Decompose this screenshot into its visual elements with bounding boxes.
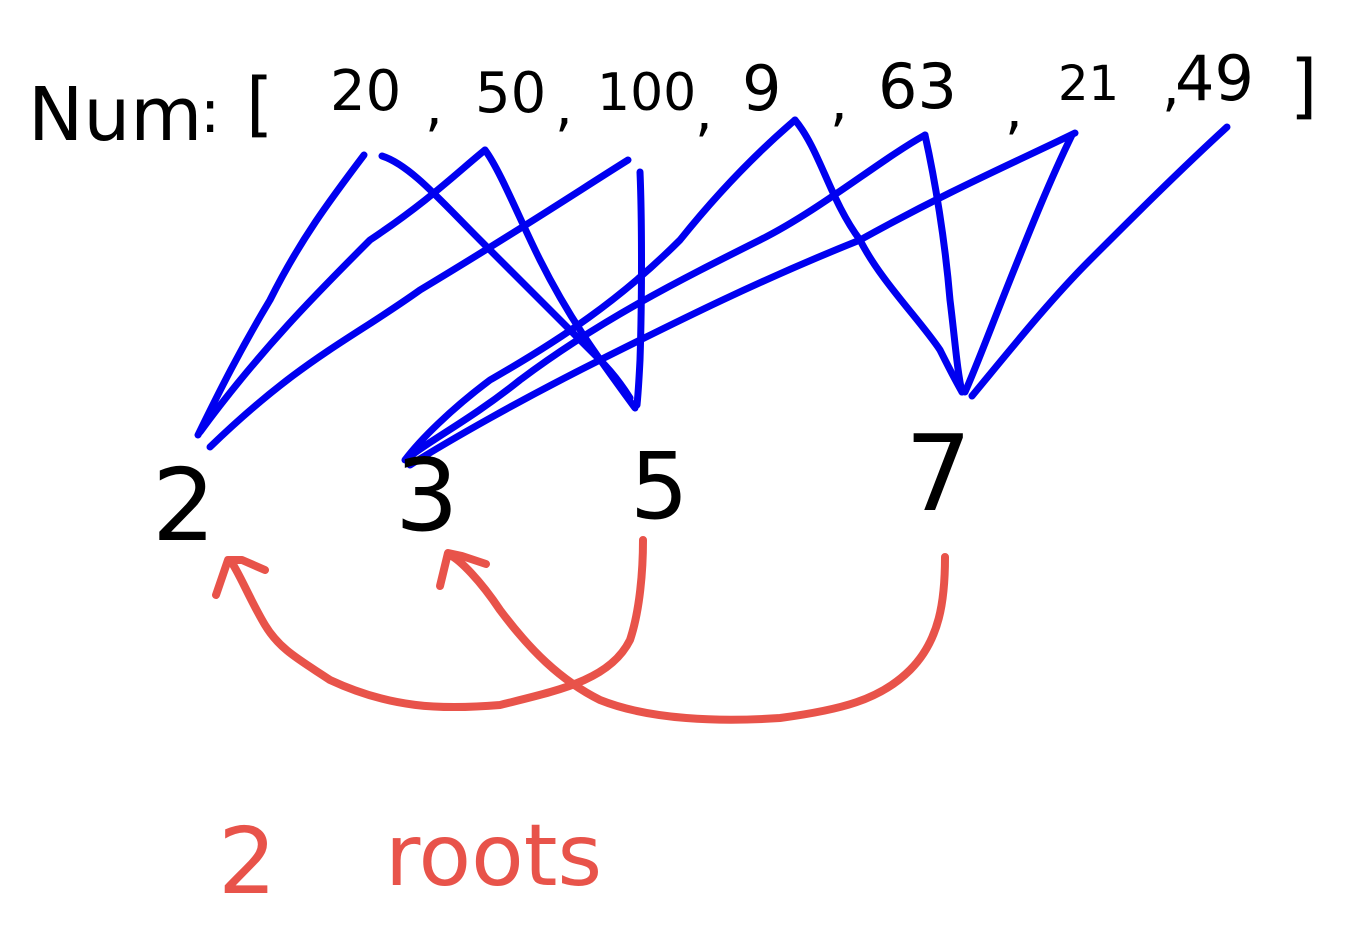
edge-100-to-5 (633, 168, 645, 409)
array-item-49: 49 (1175, 42, 1254, 115)
edge-9-to-7 (791, 116, 966, 396)
number-array-header: Num : [ 20 , 50 , 100 , 9 , 63 , 21 , 49… (28, 42, 1317, 158)
prime-node-3: 3 (395, 437, 459, 554)
arrowhead-3 (436, 549, 490, 590)
array-colon: : (200, 77, 220, 147)
array-item-21: 21 (1058, 56, 1119, 112)
arrow-5-to-2 (226, 536, 647, 712)
root-count: 2 (218, 808, 277, 915)
edge-20-to-2 (194, 151, 368, 439)
array-label: Num (28, 72, 202, 158)
prime-node-5: 5 (630, 433, 689, 540)
array-item-50: 50 (475, 61, 546, 126)
prime-node-2: 2 (152, 447, 216, 564)
arrow-7-to-3 (446, 551, 949, 724)
array-close-bracket: ] (1290, 45, 1317, 127)
edge-49-to-7 (968, 123, 1231, 400)
edge-50-to-2 (196, 146, 489, 436)
array-open-bracket: [ (246, 63, 273, 145)
edge-21-to-7 (961, 131, 1076, 396)
edge-63-to-3 (404, 131, 929, 462)
result-label: 2 roots (218, 806, 602, 915)
array-separator: , (425, 74, 443, 139)
edge-63-to-7 (921, 131, 966, 396)
array-separator: , (555, 74, 573, 139)
array-item-9: 9 (742, 52, 781, 125)
array-item-63: 63 (878, 50, 957, 123)
array-separator: , (1005, 77, 1023, 142)
prime-node-7: 7 (905, 413, 972, 535)
arrowhead-2 (212, 556, 269, 599)
edge-9-to-3 (401, 116, 799, 464)
prime-nodes: 2 3 5 7 (152, 413, 972, 564)
factor-edges (194, 116, 1231, 469)
array-item-20: 20 (330, 59, 401, 124)
edge-21-to-3 (406, 129, 1079, 469)
root-label: roots (385, 806, 602, 906)
array-separator: , (830, 69, 848, 134)
array-separator: , (1162, 54, 1180, 119)
edge-100-to-2 (206, 156, 632, 451)
edge-50-to-5 (481, 146, 639, 412)
union-arrows (212, 536, 949, 724)
array-separator: , (695, 79, 713, 144)
array-item-100: 100 (597, 63, 696, 123)
